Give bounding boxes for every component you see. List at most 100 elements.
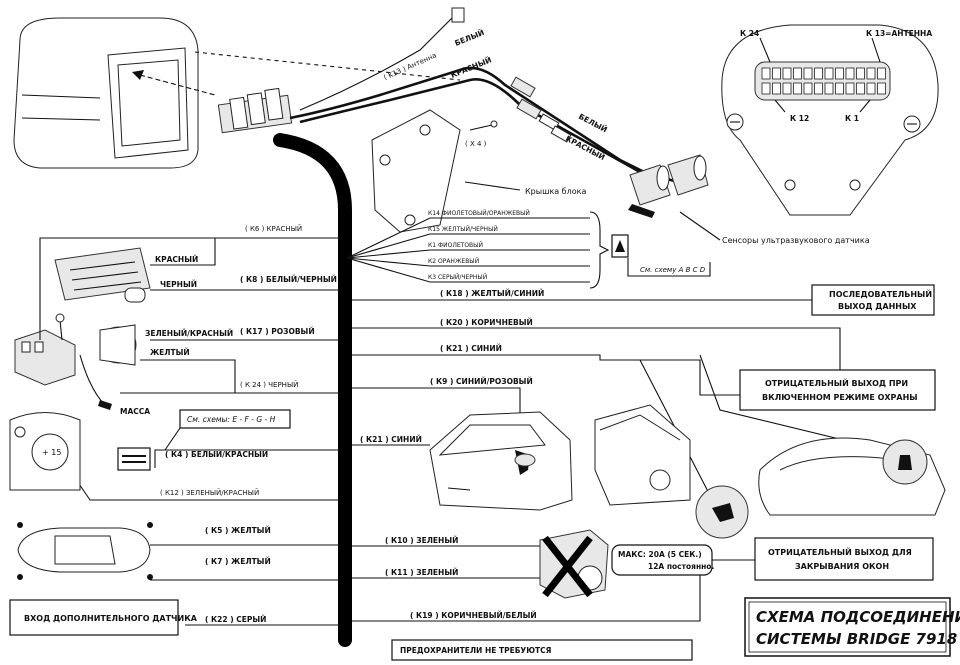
connector-pin [856, 67, 865, 80]
k8-label: ( К8 ) БЕЛЫЙ/ЧЕРНЫЙ [240, 275, 337, 284]
plus15-label: + 15 [42, 448, 61, 457]
sensor-wire-2: К1 ФИОЛЕТОВЫЙ [428, 242, 483, 249]
left-wires [39, 237, 340, 626]
red-label: КРАСНЫЙ [155, 255, 198, 264]
yellow-label: ЖЕЛТЫЙ [150, 348, 190, 357]
green-red-label: ЗЕЛЕНЫЙ/КРАСНЫЙ [145, 329, 233, 338]
ultrasonic-sensors [628, 154, 709, 218]
pin-k1-label: К 1 [845, 114, 859, 123]
connector-pin [761, 67, 771, 80]
k22-label: ( К22 ) СЕРЫЙ [205, 615, 266, 624]
connector-pin [866, 67, 876, 80]
serial-output-box [811, 284, 935, 316]
connector-pin [845, 82, 855, 95]
title-block: СХЕМА ПОДСОЕДИНЕНИЯ СИСТЕМЫ BRIDGE 7918 [744, 597, 960, 657]
sensors-label: Сенсоры ультразвукового датчика [722, 236, 870, 245]
serial-output-line2: ВЫХОД ДАННЫХ [838, 302, 917, 311]
white-wire-label-top: БЕЛЫЙ [453, 28, 485, 48]
k24-label: ( К 24 ) ЧЕРНЫЙ [240, 380, 298, 389]
right-wires [352, 299, 906, 622]
connector-pin [772, 82, 781, 95]
k19-label: ( К19 ) КОРИЧНЕВЫЙ/БЕЛЫЙ [410, 611, 537, 620]
connector-pin [835, 67, 844, 80]
k11-label: ( К11 ) ЗЕЛЕНЫЙ [385, 568, 458, 577]
neg-output-guard-box [739, 369, 936, 411]
block-cover [371, 109, 521, 233]
screw-icon [469, 120, 498, 131]
dashboard-steering [9, 412, 81, 491]
no-fuses-box [391, 639, 693, 661]
fuse-note-box [611, 544, 713, 576]
battery-icon [14, 313, 76, 386]
connector-pin [866, 82, 876, 95]
main-harness [273, 133, 352, 647]
connector-pin [803, 82, 813, 95]
k12-label: ( К12 ) ЗЕЛЕНЫЙ/КРАСНЫЙ [160, 488, 259, 497]
connector-pin [803, 67, 813, 80]
k21a-label: ( К21 ) СИНИЙ [440, 344, 502, 353]
connector-pin [845, 67, 855, 80]
hood-switch-drawing [758, 437, 946, 516]
connector-pin [824, 67, 834, 80]
title-line2: СИСТЕМЫ BRIDGE 7918 [756, 630, 957, 648]
siren-icon [99, 324, 137, 366]
window-output-line2: ЗАКРЫВАНИЯ ОКОН [795, 562, 889, 571]
schemes-ref-box [179, 409, 291, 429]
sensor-wire-1: К15 ЖЕЛТЫЙ/ЧЕРНЫЙ [428, 226, 498, 233]
fuse-note-line2: 12А постоянно. [648, 562, 714, 571]
ignition-fusebox [54, 247, 151, 303]
fuse-note-line1: МАКС: 20А (5 СЕК.) [618, 550, 702, 559]
connector-pin [814, 82, 823, 95]
neg-output-guard-line2: ВКЛЮЧЕННОМ РЕЖИМЕ ОХРАНЫ [762, 393, 918, 402]
door-switch-drawing [594, 404, 749, 539]
car-top-view [17, 522, 153, 580]
k4-label: ( К4 ) БЕЛЫЙ/КРАСНЫЙ [165, 450, 268, 459]
extra-sensor-label: ВХОД ДОПОЛНИТЕЛЬНОГО ДАТЧИКА [24, 614, 198, 623]
sensor-wire-3: К2 ОРАНЖЕВЫЙ [428, 258, 479, 265]
window-output-box [754, 537, 934, 581]
sensor-wire-fan [346, 211, 610, 289]
connector-pin [824, 82, 834, 95]
ground-lead [79, 354, 112, 410]
sensor-ref-label: См. схему А В С D [640, 266, 706, 274]
window-output-line1: ОТРИЦАТЕЛЬНЫЙ ВЫХОД ДЛЯ [768, 546, 912, 557]
engine-block-drawing [539, 529, 609, 599]
k6-label: ( К6 ) КРАСНЫЙ [245, 224, 302, 233]
pin-k24-label: К 24 [740, 29, 759, 38]
no-fuses-label: ПРЕДОХРАНИТЕЛИ НЕ ТРЕБУЮТСЯ [400, 646, 552, 655]
x4-label: ( X 4 ) [465, 140, 487, 148]
harness-connector [217, 87, 293, 134]
relay-icon [117, 447, 151, 471]
k18-label: ( К18 ) ЖЕЛТЫЙ/СИНИЙ [440, 289, 544, 298]
k5-label: ( К5 ) ЖЕЛТЫЙ [205, 526, 271, 535]
trunk-switch-drawing [429, 411, 573, 511]
k9-label: ( К9 ) СИНИЙ/РОЗОВЫЙ [430, 377, 533, 386]
connector-pin [793, 67, 802, 80]
white-wire-label-mid: БЕЛЫЙ [577, 112, 609, 135]
neg-output-guard-line1: ОТРИЦАТЕЛЬНЫЙ ВЫХОД ПРИ [765, 377, 908, 388]
k7-label: ( К7 ) ЖЕЛТЫЙ [205, 557, 271, 566]
serial-output-line1: ПОСЛЕДОВАТЕЛЬНЫЙ [829, 288, 932, 299]
connector-pin [782, 82, 792, 95]
pin-k13-label: К 13=АНТЕННА [866, 29, 932, 38]
sensor-ref-box: См. схему А В С D [611, 234, 711, 277]
connector-pin [877, 67, 886, 80]
connector-pin [877, 82, 886, 95]
ground-label: МАССА [120, 407, 150, 416]
black-label: ЧЕРНЫЙ [160, 280, 197, 289]
connector-pin [761, 82, 771, 95]
control-unit-drawing [13, 17, 461, 169]
red-wire-label-top: КРАСНЫЙ [449, 55, 492, 80]
title-line1: СХЕМА ПОДСОЕДИНЕНИЯ [756, 608, 960, 626]
k17-label: ( К17 ) РОЗОВЫЙ [240, 327, 315, 336]
connector-pin [814, 67, 823, 80]
k20-label: ( К20 ) КОРИЧНЕВЫЙ [440, 318, 533, 327]
k21b-label: ( К21 ) СИНИЙ [360, 435, 422, 444]
sensor-wire-4: К3 СЕРЫЙ/ЧЕРНЫЙ [428, 274, 487, 281]
connector-pin [782, 67, 792, 80]
connector-pin [772, 67, 781, 80]
connector-pin [835, 82, 844, 95]
connector-pin [856, 82, 865, 95]
